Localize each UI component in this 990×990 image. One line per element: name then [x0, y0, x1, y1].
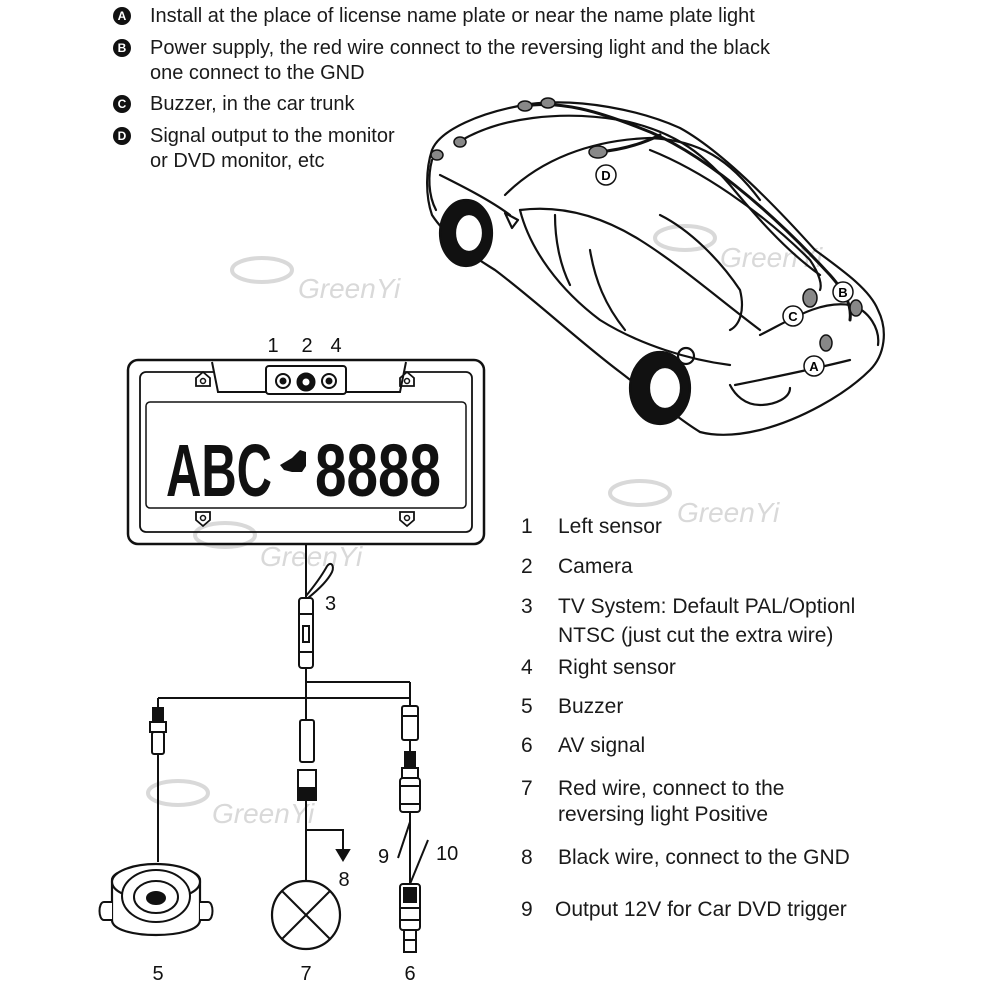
component-label-5: 5	[152, 963, 163, 985]
watermark-logo-2: GreenYi	[653, 224, 823, 273]
legend-text: Buzzer	[558, 695, 624, 718]
watermark-logo-3: GreenYi	[608, 479, 780, 528]
watermark-text: GreenYi	[720, 242, 823, 273]
sensor-labels: 1 2 4	[267, 335, 341, 357]
legend-number: 5	[521, 695, 533, 718]
plate-text-left: ABC	[166, 429, 272, 512]
legend-number: 9	[521, 898, 533, 921]
legend-text: Right sensor	[558, 656, 676, 679]
car-label-b: B	[838, 285, 847, 300]
badge-c: C	[113, 95, 131, 113]
car-label-c: C	[788, 309, 798, 324]
legend-text: Output 12V for Car DVD trigger	[555, 898, 847, 921]
watermark-text: GreenYi	[260, 541, 363, 572]
component-label-7: 7	[300, 963, 311, 985]
legend-text: TV System: Default PAL/Optionl	[558, 595, 856, 618]
component-label-3: 3	[325, 593, 336, 615]
component-label-6: 6	[404, 963, 415, 985]
instruction-text: Install at the place of license name pla…	[150, 5, 755, 27]
legend-number: 8	[521, 846, 533, 869]
instruction-text: Signal output to the monitor or DVD moni…	[150, 125, 395, 172]
plate-text-right: 8888	[315, 429, 441, 512]
sensor-label-2: 2	[301, 335, 312, 357]
car-illustration	[426, 101, 885, 436]
watermark-logo-5: GreenYi	[146, 779, 315, 829]
legend-number: 1	[521, 515, 533, 538]
legend-number: 6	[521, 734, 533, 757]
car-label-a: A	[809, 359, 819, 374]
legend-number: 3	[521, 595, 533, 618]
legend-number: 7	[521, 777, 533, 800]
legend-number: 4	[521, 656, 533, 679]
legend-text: Left sensor	[558, 515, 662, 538]
watermark-logo-4: GreenYi	[193, 521, 363, 572]
legend-text: Red wire, connect to the	[558, 777, 785, 800]
sensor-label-4: 4	[330, 335, 341, 357]
legend-text: Camera	[558, 555, 633, 578]
component-label-9: 9	[378, 846, 389, 868]
watermark-text: GreenYi	[677, 497, 780, 528]
badge-b: B	[113, 39, 131, 57]
instruction-text: Power supply, the red wire connect to th…	[150, 37, 770, 84]
watermark-logo-1: GreenYi	[230, 256, 401, 304]
component-label-10: 10	[436, 843, 458, 865]
watermarks: GreenYi GreenYi GreenYi GreenYi GreenYi	[146, 224, 823, 829]
legend-text: AV signal	[558, 734, 646, 757]
legend-number: 2	[521, 555, 533, 578]
watermark-text: GreenYi	[298, 273, 401, 304]
license-plate-frame	[126, 358, 486, 546]
state-silhouette-icon	[280, 450, 306, 472]
car-label-d: D	[601, 168, 610, 183]
component-label-8: 8	[338, 869, 349, 891]
plate-text-group: ABC 8888	[166, 429, 441, 512]
wiring	[98, 544, 429, 953]
badge-d: D	[113, 127, 131, 145]
badge-a: A	[113, 7, 131, 25]
car-label-badges: D B C A	[595, 164, 854, 377]
sensor-label-1: 1	[267, 335, 278, 357]
instruction-text: Buzzer, in the car trunk	[150, 93, 355, 115]
legend-text: Black wire, connect to the GND	[558, 846, 850, 869]
component-labels: 3 5 7 6 8 9 10	[152, 593, 458, 985]
car-markers	[430, 97, 863, 352]
watermark-text: GreenYi	[212, 798, 315, 829]
legend-text: NTSC (just cut the extra wire)	[558, 624, 834, 647]
legend-text: reversing light Positive	[558, 803, 769, 826]
